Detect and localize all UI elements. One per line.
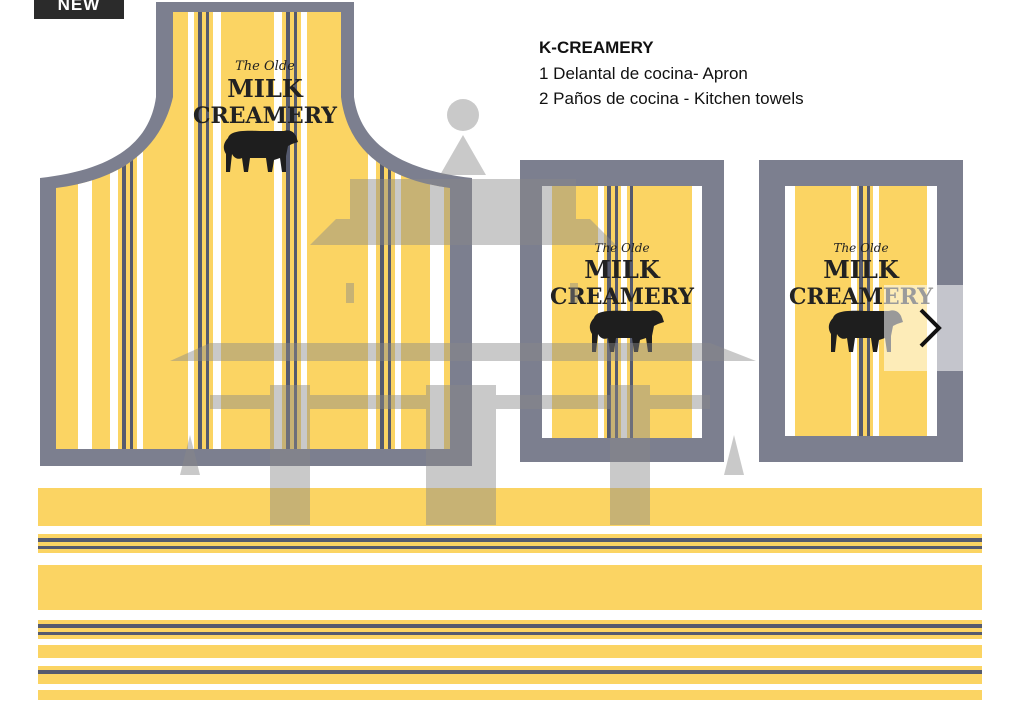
product-title: K-CREAMERY — [539, 38, 654, 57]
chevron-right-icon — [919, 308, 942, 348]
cow-icon — [589, 310, 664, 352]
svg-text:The Olde: The Olde — [235, 59, 295, 74]
apron-panel: The Olde MILK CREAMERY — [40, 2, 472, 466]
towel-logo-left: The Olde MILK CREAMERY — [550, 241, 694, 352]
svg-text:The Olde: The Olde — [594, 241, 649, 255]
product-line-towels: 2 Paños de cocina - Kitchen towels — [539, 89, 804, 108]
towel-panel-left: The Olde MILK CREAMERY — [520, 160, 724, 462]
svg-text:MILK: MILK — [823, 255, 900, 284]
cow-icon — [223, 130, 298, 172]
svg-text:CREAMERY: CREAMERY — [193, 103, 337, 129]
fabric-strip — [38, 488, 982, 700]
new-badge-label: NEW — [57, 0, 101, 14]
svg-text:MILK: MILK — [584, 255, 661, 284]
product-info: K-CREAMERY 1 Delantal de cocina- Apron 2… — [539, 38, 804, 114]
svg-text:The Olde: The Olde — [833, 241, 888, 255]
new-badge: NEW — [34, 0, 124, 19]
svg-text:MILK: MILK — [227, 74, 304, 103]
svg-text:CREAMERY: CREAMERY — [550, 284, 694, 310]
product-line-apron: 1 Delantal de cocina- Apron — [539, 64, 748, 83]
next-image-button[interactable] — [884, 285, 974, 371]
apron-logo: The Olde MILK CREAMERY — [193, 59, 337, 172]
